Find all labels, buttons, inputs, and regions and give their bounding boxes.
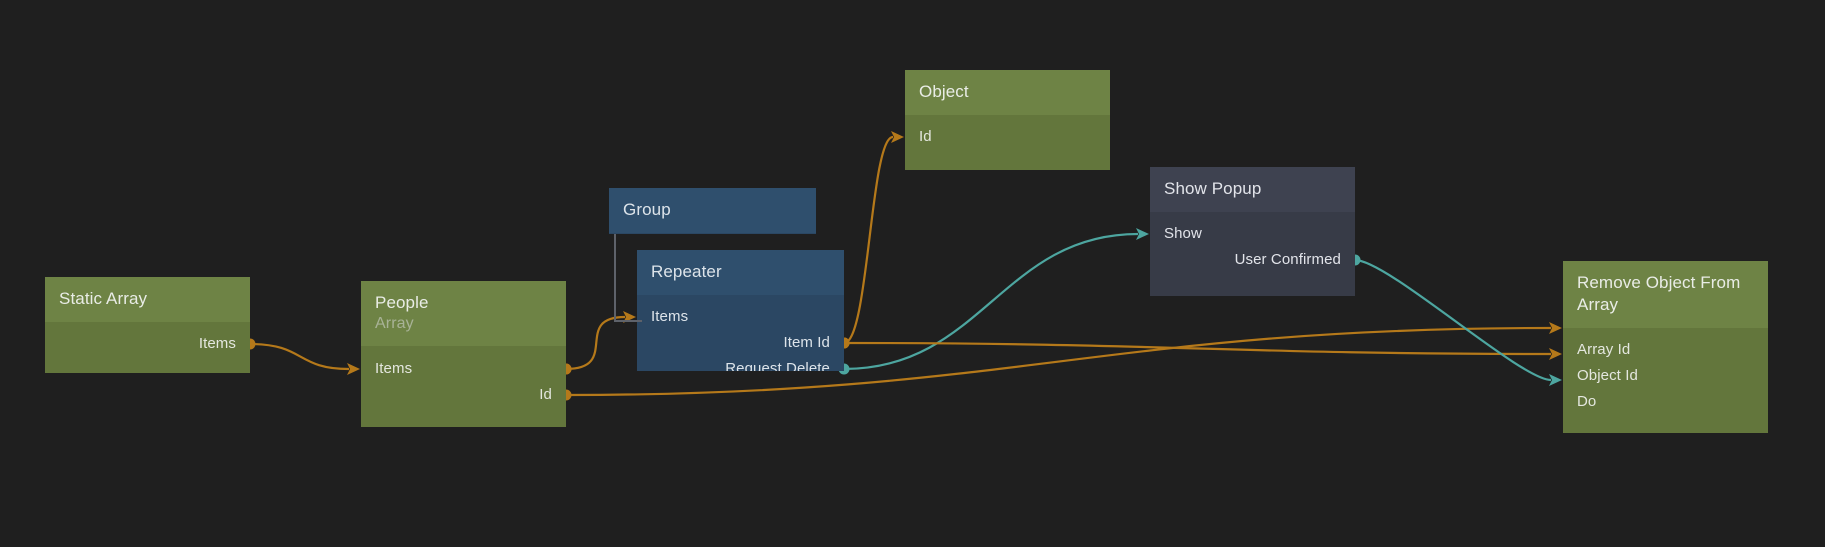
port-label-object-id: Object Id xyxy=(1577,367,1638,384)
node-header-repeater[interactable]: Repeater xyxy=(637,250,844,295)
node-title-object: Object xyxy=(919,82,969,101)
port-row-repeater-items[interactable]: Items xyxy=(637,304,844,330)
port-arrow-in[interactable] xyxy=(891,131,904,143)
port-row-repeater-request-delete[interactable]: Request Delete xyxy=(637,356,844,371)
port-row-people-id[interactable]: Id xyxy=(361,381,566,407)
port-label-array-id: Array Id xyxy=(1577,341,1631,358)
edge-e2 xyxy=(565,315,626,371)
port-row-repeater-item-id[interactable]: Item Id xyxy=(637,330,844,356)
port-arrow-in[interactable] xyxy=(623,311,636,323)
port-label-user-confirmed: User Confirmed xyxy=(1234,251,1341,269)
node-body-group xyxy=(609,232,816,234)
node-body-object: Id xyxy=(905,114,1110,170)
port-label-items: Items xyxy=(651,308,689,326)
port-label-request-delete: Request Delete xyxy=(725,360,830,371)
node-header-group[interactable]: Group xyxy=(609,188,816,233)
node-body-static-array: Items xyxy=(45,321,250,373)
port-label-id: Id xyxy=(539,385,552,403)
edge-e3 xyxy=(843,135,894,345)
edge-e1 xyxy=(249,342,350,371)
port-arrow-in[interactable] xyxy=(1549,374,1562,386)
node-title-group: Group xyxy=(623,200,671,219)
node-title-repeater: Repeater xyxy=(651,262,722,281)
port-arrow-in[interactable] xyxy=(1549,348,1562,360)
port-row-people-items[interactable]: Items xyxy=(361,355,566,381)
edge-e5 xyxy=(843,341,1552,356)
port-label-item-id: Item Id xyxy=(783,334,830,352)
port-row-remove-object-from-array-object-id[interactable]: Object Id xyxy=(1563,363,1768,389)
port-row-show-popup-user-confirmed[interactable]: User Confirmed xyxy=(1150,247,1355,273)
port-row-static-array-items[interactable]: Items xyxy=(45,331,250,357)
node-title-static-array: Static Array xyxy=(59,289,148,308)
node-title-people: People xyxy=(375,293,429,312)
node-title-show-popup: Show Popup xyxy=(1164,179,1262,198)
node-header-object[interactable]: Object xyxy=(905,70,1110,115)
port-row-remove-object-from-array-do[interactable]: Do xyxy=(1563,389,1768,415)
port-row-object-id[interactable]: Id xyxy=(905,124,1110,150)
port-label-show: Show xyxy=(1164,225,1202,243)
node-header-static-array[interactable]: Static Array xyxy=(45,277,250,322)
port-arrow-in[interactable] xyxy=(1136,228,1149,240)
port-label-id: Id xyxy=(919,128,932,146)
port-label-items: Items xyxy=(198,335,236,353)
node-subtitle-people: Array xyxy=(375,314,414,332)
port-label-items: Items xyxy=(375,359,413,377)
node-group[interactable]: Group xyxy=(609,188,816,234)
edge-e4 xyxy=(843,232,1139,371)
port-row-show-popup-show[interactable]: Show xyxy=(1150,221,1355,247)
edge-e7 xyxy=(1354,258,1552,382)
port-arrow-in[interactable] xyxy=(347,363,360,375)
port-row-remove-object-from-array-array-id[interactable]: Array Id xyxy=(1563,337,1768,363)
node-header-remove-object-from-array[interactable]: Remove Object From Array xyxy=(1563,261,1768,328)
port-arrow-in[interactable] xyxy=(1549,322,1562,334)
node-body-remove-object-from-array: Array Id Object Id Do xyxy=(1563,327,1768,433)
port-label-do: Do xyxy=(1577,393,1597,410)
node-title-remove-object-from-array: Remove Object From Array xyxy=(1577,273,1741,314)
node-header-show-popup[interactable]: Show Popup xyxy=(1150,167,1355,212)
